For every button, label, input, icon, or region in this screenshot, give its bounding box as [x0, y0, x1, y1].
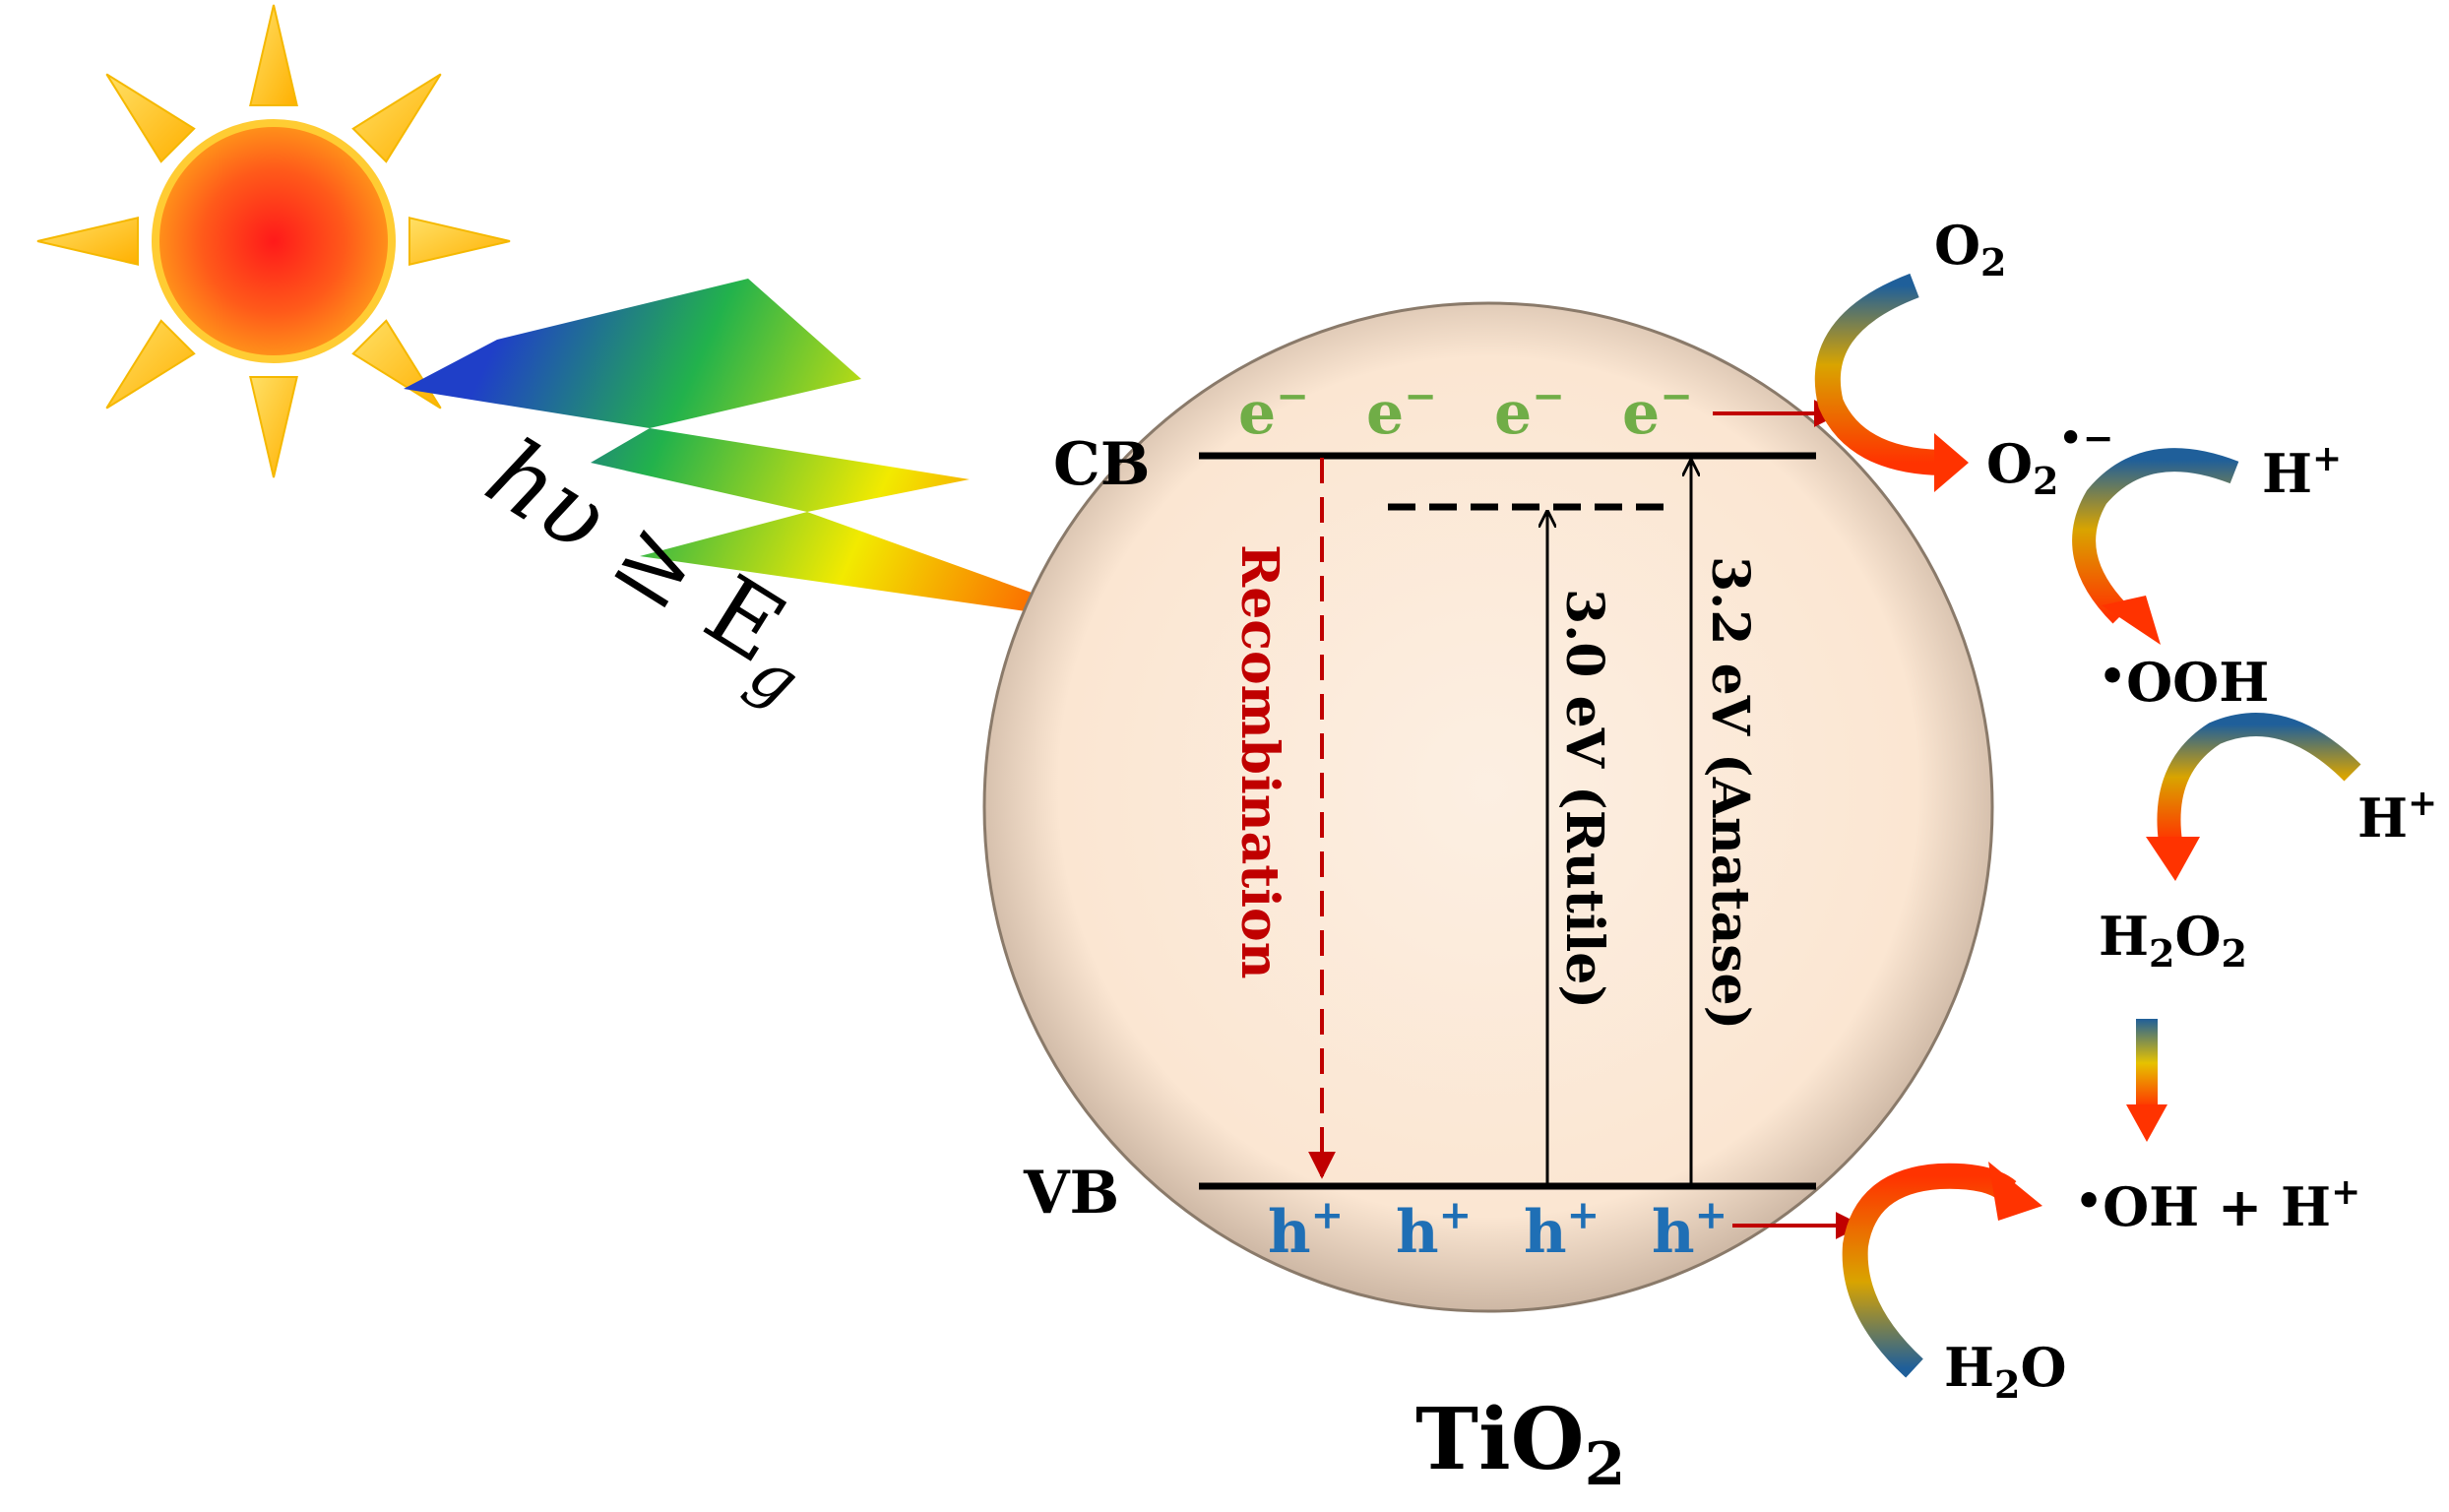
- recombination-label: Recombination: [1229, 544, 1289, 979]
- ooh-protonation-curve: [2157, 713, 2361, 844]
- o2-reduction-arrowhead: [1934, 433, 1969, 492]
- electron-symbol: e−: [1366, 373, 1437, 448]
- sun-ray: [249, 375, 298, 478]
- h2o2-label: H2O2: [2099, 905, 2247, 976]
- electron-symbol: e−: [1622, 373, 1693, 448]
- hole-symbol: h+: [1652, 1192, 1727, 1267]
- sun-ray: [105, 319, 196, 410]
- cb-label: CB: [1053, 430, 1150, 499]
- anatase-gap-label: 3.2 eV (Anatase): [1700, 556, 1760, 1030]
- tio2-particle: [982, 301, 1994, 1313]
- vb-label: VB: [1023, 1159, 1119, 1228]
- water-oxidation-arrowhead: [1988, 1162, 2042, 1221]
- ooh-protonation-arrowhead: [2146, 837, 2200, 881]
- o2-label: O2: [1934, 214, 2007, 284]
- sun-ray: [351, 73, 442, 163]
- superoxide-label: O2•−: [1986, 415, 2114, 503]
- superoxide-protonation-arrowhead: [2102, 596, 2161, 645]
- hplus-label-2: H+: [2357, 783, 2437, 850]
- hole-row: h+ h+ h+ h+: [1268, 1192, 1727, 1267]
- hole-symbol: h+: [1524, 1192, 1600, 1267]
- peroxide-cleavage-arrowhead: [2126, 1104, 2167, 1142]
- electron-symbol: e−: [1238, 373, 1309, 448]
- o2-reduction-curve: [1814, 273, 1942, 475]
- h2o-label: H2O: [1944, 1336, 2067, 1407]
- hole-symbol: h+: [1268, 1192, 1344, 1267]
- rutile-gap-label: 3.0 eV (Rutile): [1554, 589, 1614, 1009]
- sun-ray: [351, 319, 442, 410]
- electron-symbol: e−: [1494, 373, 1565, 448]
- hole-symbol: h+: [1396, 1192, 1472, 1267]
- water-oxidation-curve: [1842, 1163, 2017, 1378]
- sun-ray: [36, 217, 140, 266]
- superoxide-protonation-curve: [2072, 448, 2239, 624]
- material-label: TiO2: [1415, 1390, 1625, 1499]
- hydroxyl-radical-label: •OH + H+: [2075, 1171, 2360, 1238]
- peroxide-cleavage-bar: [2136, 1019, 2158, 1107]
- sun-ray: [408, 217, 511, 266]
- sun-ray: [105, 73, 196, 163]
- ooh-radical-label: •OOH: [2099, 651, 2269, 714]
- light-bolt-icon: [404, 279, 1122, 625]
- hplus-label-1: H+: [2262, 438, 2342, 505]
- electron-row: e− e− e− e−: [1238, 373, 1693, 448]
- sun-icon: [36, 4, 511, 478]
- sun-ray: [249, 4, 298, 107]
